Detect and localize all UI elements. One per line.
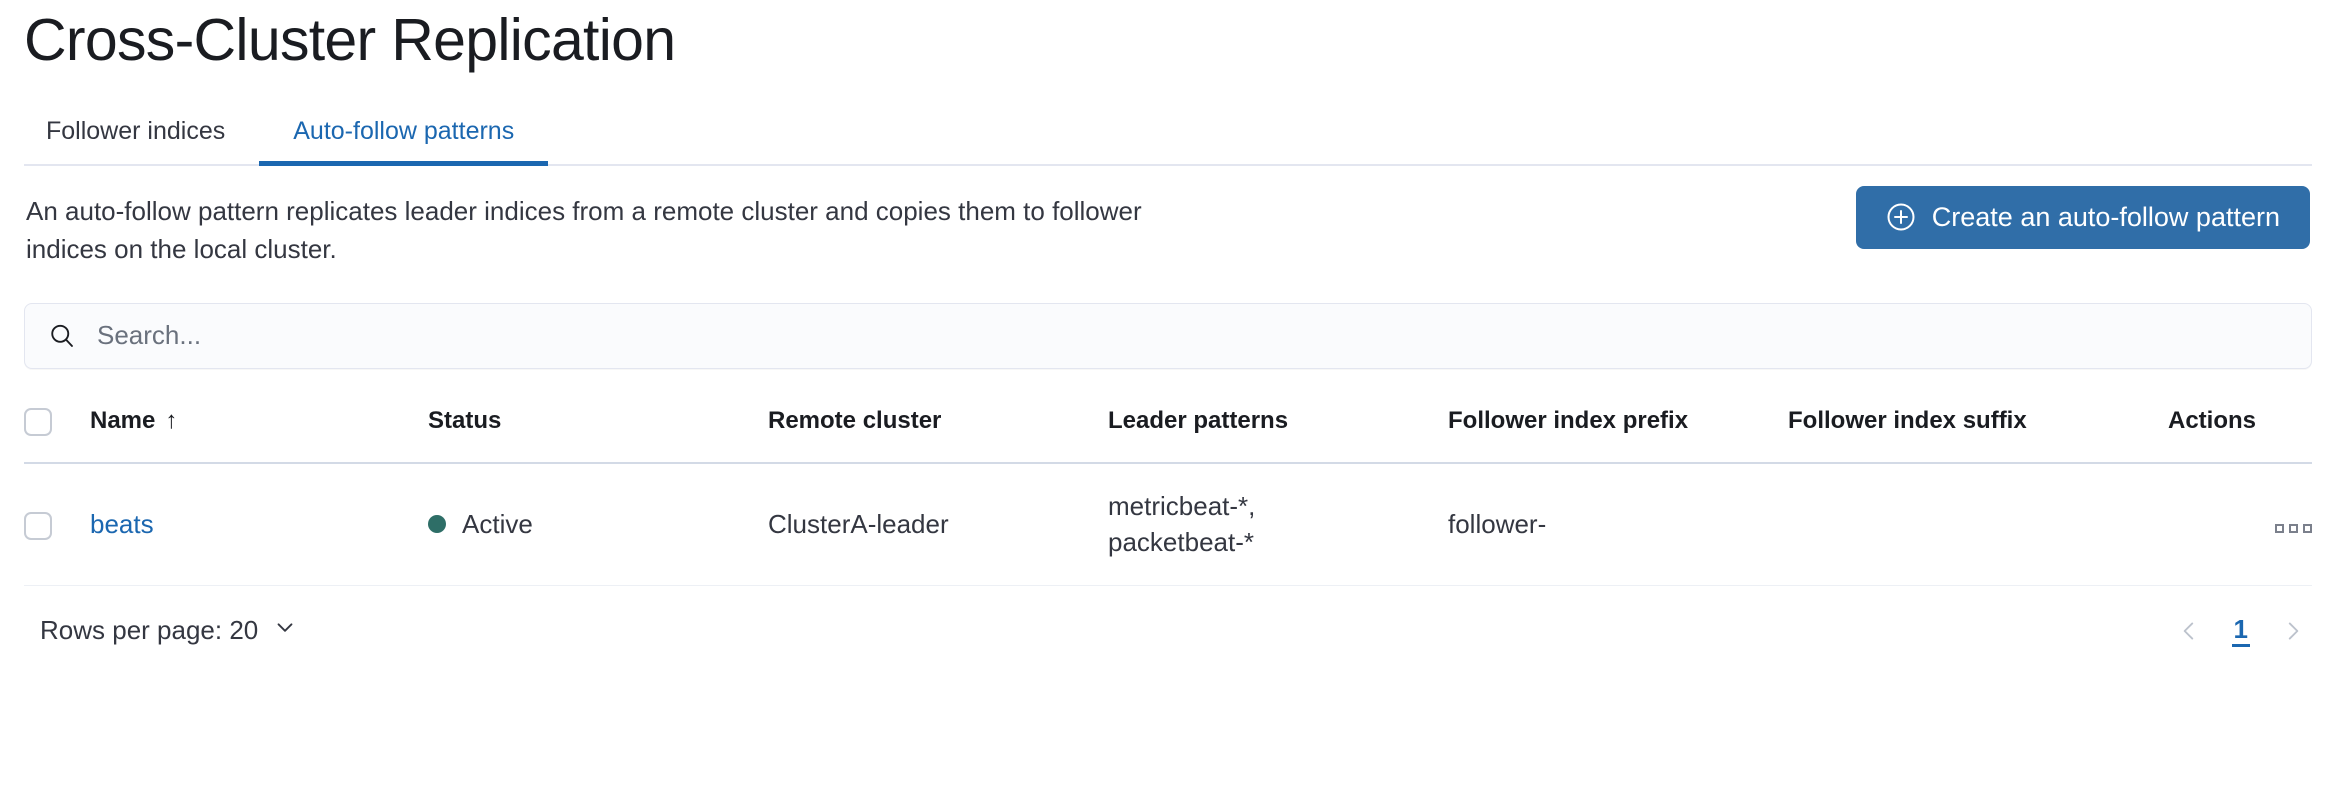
select-all-header — [24, 394, 90, 464]
column-header-leader-patterns[interactable]: Leader patterns — [1108, 394, 1448, 464]
ellipsis-horizontal-icon[interactable] — [2275, 523, 2312, 533]
search-input[interactable] — [95, 303, 2289, 368]
cell-follower-index-suffix — [1788, 462, 2168, 587]
column-header-follower-index-suffix[interactable]: Follower index suffix — [1788, 394, 2168, 464]
chevron-left-icon[interactable] — [2176, 618, 2202, 644]
table-body: beats Active ClusterA-leader metricbeat-… — [24, 462, 2312, 587]
auto-follow-patterns-table: Name ↑ Status Remote cluster Leader patte… — [24, 394, 2312, 587]
tab-follower-indices[interactable]: Follower indices — [24, 118, 259, 164]
status-label: Active — [462, 508, 533, 539]
search-icon — [47, 321, 77, 351]
select-all-checkbox[interactable] — [24, 407, 52, 436]
status-dot-icon — [428, 515, 446, 534]
cell-actions — [2168, 462, 2312, 587]
table-row: beats Active ClusterA-leader metricbeat-… — [24, 462, 2312, 587]
cell-follower-index-prefix: follower- — [1448, 462, 1788, 587]
column-header-name[interactable]: Name ↑ — [90, 394, 428, 464]
column-header-follower-index-prefix[interactable]: Follower index prefix — [1448, 394, 1788, 464]
row-select-cell — [24, 462, 90, 587]
tab-list: Follower indices Auto-follow patterns — [24, 98, 2312, 166]
cell-name: beats — [90, 462, 428, 587]
table-header: Name ↑ Status Remote cluster Leader patte… — [24, 394, 2312, 464]
pagination: 1 — [2176, 615, 2306, 647]
search-bar[interactable] — [24, 302, 2312, 369]
tabs-bar: Follower indices Auto-follow patterns — [24, 98, 2312, 166]
row-checkbox[interactable] — [24, 512, 52, 540]
leader-pattern-item: metricbeat-*, — [1108, 490, 1256, 521]
page-description: An auto-follow pattern replicates leader… — [26, 195, 1142, 265]
pattern-name-link[interactable]: beats — [90, 508, 154, 539]
column-header-actions: Actions — [2168, 394, 2312, 464]
arrow-up-icon: ↑ — [165, 407, 178, 435]
column-header-status[interactable]: Status — [428, 394, 768, 464]
intro-row: An auto-follow pattern replicates leader… — [24, 185, 2312, 269]
status-badge: Active — [428, 509, 768, 540]
page-title: Cross-Cluster Replication — [24, 7, 676, 73]
create-button-label: Create an auto-follow pattern — [1931, 201, 2280, 232]
tab-auto-follow-patterns[interactable]: Auto-follow patterns — [259, 118, 549, 166]
leader-pattern-item: packetbeat-* — [1108, 527, 1254, 558]
plus-in-circle-icon — [1886, 202, 1916, 232]
leader-pattern-list: metricbeat-*, packetbeat-* — [1108, 488, 1448, 562]
table-header-row: Name ↑ Status Remote cluster Leader patte… — [24, 394, 2312, 464]
create-auto-follow-pattern-button[interactable]: Create an auto-follow pattern — [1855, 185, 2310, 249]
table-footer: Rows per page: 20 1 — [24, 614, 2312, 647]
cell-remote-cluster: ClusterA-leader — [768, 462, 1108, 587]
pagination-page-1[interactable]: 1 — [2231, 615, 2250, 647]
column-header-remote-cluster[interactable]: Remote cluster — [768, 394, 1108, 464]
chevron-down-icon — [272, 614, 298, 647]
cell-leader-patterns: metricbeat-*, packetbeat-* — [1108, 462, 1448, 587]
rows-per-page-label: Rows per page: 20 — [40, 615, 259, 646]
rows-per-page-select[interactable]: Rows per page: 20 — [40, 614, 298, 647]
column-label-name: Name — [90, 407, 156, 435]
chevron-right-icon[interactable] — [2280, 618, 2306, 644]
cell-status: Active — [428, 462, 768, 587]
